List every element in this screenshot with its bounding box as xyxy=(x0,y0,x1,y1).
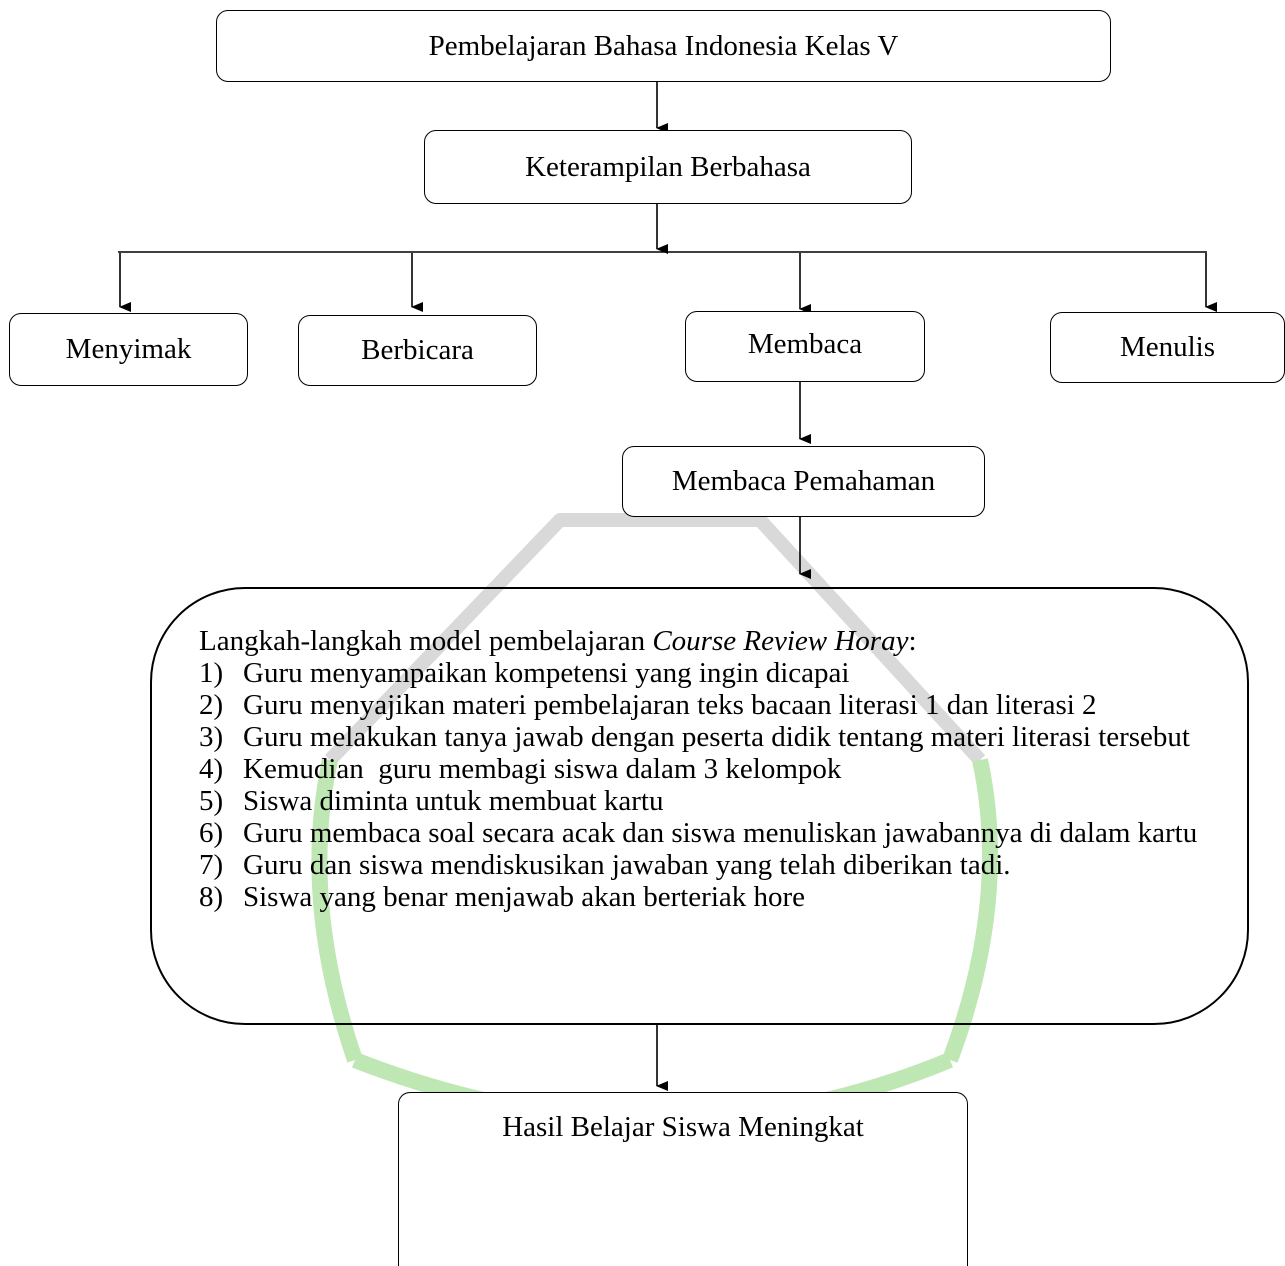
steps-title-suffix: : xyxy=(908,625,917,657)
step-text: Kemudian guru membagi siswa dalam 3 kelo… xyxy=(243,753,842,785)
steps-list: 1) Guru menyampaikan kompetensi yang ing… xyxy=(199,657,1235,913)
step-number: 2) xyxy=(199,689,224,721)
step-text: Guru menyampaikan kompetensi yang ingin … xyxy=(243,657,850,689)
membaca-box: Membaca xyxy=(685,311,925,382)
step-number: 3) xyxy=(199,721,224,753)
list-item: 8) Siswa yang benar menjawab akan berter… xyxy=(199,881,1235,913)
membaca-label: Membaca xyxy=(747,328,863,360)
menyimak-box: Menyimak xyxy=(9,313,248,386)
steps-title-model: Course Review Horay xyxy=(652,625,909,657)
list-item: 1) Guru menyampaikan kompetensi yang ing… xyxy=(199,657,1235,689)
step-text: Guru dan siswa mendiskusikan jawaban yan… xyxy=(243,849,1011,881)
menyimak-label: Menyimak xyxy=(65,333,192,365)
berbicara-box: Berbicara xyxy=(298,315,537,386)
list-item: 3) Guru melakukan tanya jawab dengan pes… xyxy=(199,721,1235,753)
result-box: Hasil Belajar Siswa Meningkat xyxy=(398,1092,968,1266)
list-item: 5) Siswa diminta untuk membuat kartu xyxy=(199,785,1235,817)
top-box: Pembelajaran Bahasa Indonesia Kelas V xyxy=(216,10,1111,82)
step-number: 7) xyxy=(199,849,224,881)
menulis-box: Menulis xyxy=(1050,312,1285,383)
step-text: Siswa diminta untuk membuat kartu xyxy=(243,785,664,817)
step-number: 1) xyxy=(199,657,224,689)
list-item: 6) Guru membaca soal secara acak dan sis… xyxy=(199,817,1235,849)
step-number: 5) xyxy=(199,785,224,817)
step-text: Guru membaca soal secara acak dan siswa … xyxy=(243,817,1198,849)
list-item: 4) Kemudian guru membagi siswa dalam 3 k… xyxy=(199,753,1235,785)
step-text: Siswa yang benar menjawab akan berteriak… xyxy=(243,881,806,913)
step-text: Guru melakukan tanya jawab dengan pesert… xyxy=(243,721,1190,753)
result-box-label: Hasil Belajar Siswa Meningkat xyxy=(502,1111,864,1143)
skills-box-label: Keterampilan Berbahasa xyxy=(525,150,811,183)
steps-title: Langkah-langkah model pembelajaran Cours… xyxy=(199,625,917,657)
top-box-label: Pembelajaran Bahasa Indonesia Kelas V xyxy=(428,29,899,62)
step-number: 4) xyxy=(199,753,224,785)
menulis-label: Menulis xyxy=(1119,331,1216,363)
berbicara-label: Berbicara xyxy=(361,334,474,366)
steps-box xyxy=(150,587,1249,1025)
step-text: Guru menyajikan materi pembelajaran teks… xyxy=(243,689,1097,721)
skills-box: Keterampilan Berbahasa xyxy=(424,130,912,204)
list-item: 2) Guru menyajikan materi pembelajaran t… xyxy=(199,689,1235,721)
step-number: 8) xyxy=(199,881,224,913)
membaca-pemahaman-box: Membaca Pemahaman xyxy=(622,446,985,517)
list-item: 7) Guru dan siswa mendiskusikan jawaban … xyxy=(199,849,1235,881)
step-number: 6) xyxy=(199,817,224,849)
steps-title-prefix: Langkah-langkah model pembelajaran xyxy=(199,625,653,657)
membaca-pemahaman-label: Membaca Pemahaman xyxy=(671,465,936,497)
